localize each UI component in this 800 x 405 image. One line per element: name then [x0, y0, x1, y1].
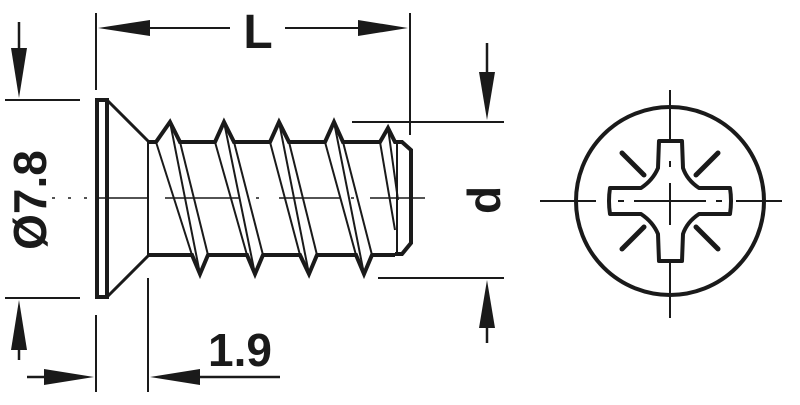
head-height-label: 1.9	[208, 324, 272, 376]
head-diameter-dimension	[5, 22, 80, 360]
screw-end-view	[540, 90, 782, 318]
thread-diameter-label: d	[458, 186, 510, 214]
thread-diameter-dimension	[352, 43, 504, 343]
length-label: L	[243, 6, 272, 59]
length-dimension	[95, 13, 411, 135]
head-diameter-label: Ø7.8	[4, 150, 56, 250]
head-height-dimension	[27, 278, 280, 392]
screw-side-view	[52, 98, 425, 299]
